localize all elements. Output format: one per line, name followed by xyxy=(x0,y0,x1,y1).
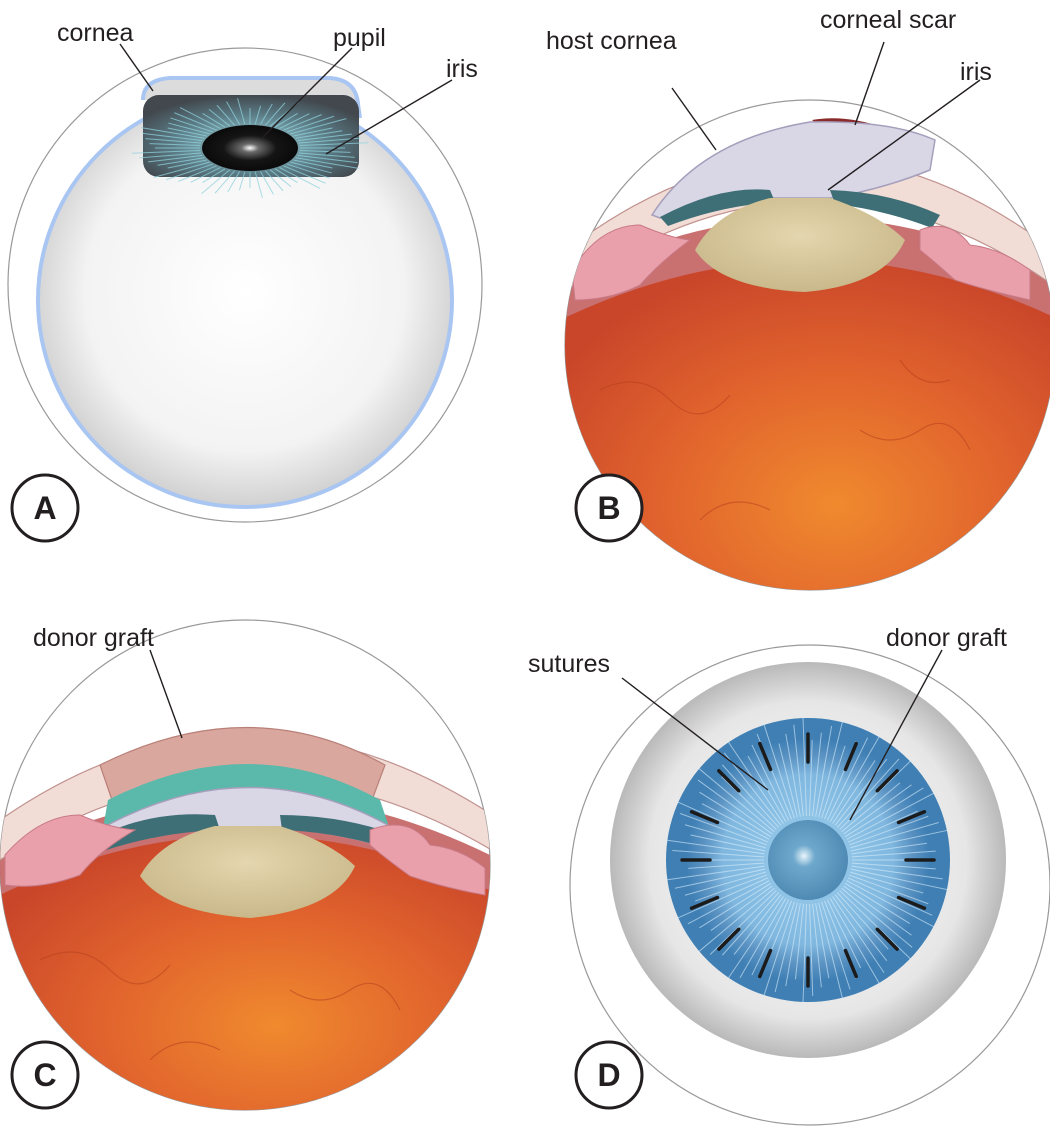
badge-c-letter: C xyxy=(33,1057,56,1093)
pupil xyxy=(202,125,298,171)
panel-c: donor graft C xyxy=(0,620,500,1120)
badge-b-letter: B xyxy=(597,490,620,526)
label-pupil: pupil xyxy=(333,24,386,52)
label-sutures: sutures xyxy=(528,650,610,678)
panel-d: sutures donor graft D xyxy=(528,624,1050,1125)
leader-cornea xyxy=(120,44,153,91)
label-corneal-scar: corneal scar xyxy=(820,6,956,34)
label-cornea: cornea xyxy=(57,19,134,47)
badge-a-letter: A xyxy=(33,490,56,526)
fundus xyxy=(560,235,1050,620)
label-iris: iris xyxy=(446,55,478,83)
front-pupil xyxy=(768,820,848,900)
panel-b: host cornea corneal scar iris B xyxy=(546,6,1050,620)
panel-a: cornea pupil iris A xyxy=(8,19,482,541)
label-iris-b: iris xyxy=(960,58,992,86)
label-donor-graft-c: donor graft xyxy=(33,624,154,652)
label-host-cornea: host cornea xyxy=(546,27,677,55)
label-donor-graft-d: donor graft xyxy=(886,624,1007,652)
badge-d-letter: D xyxy=(597,1057,620,1093)
